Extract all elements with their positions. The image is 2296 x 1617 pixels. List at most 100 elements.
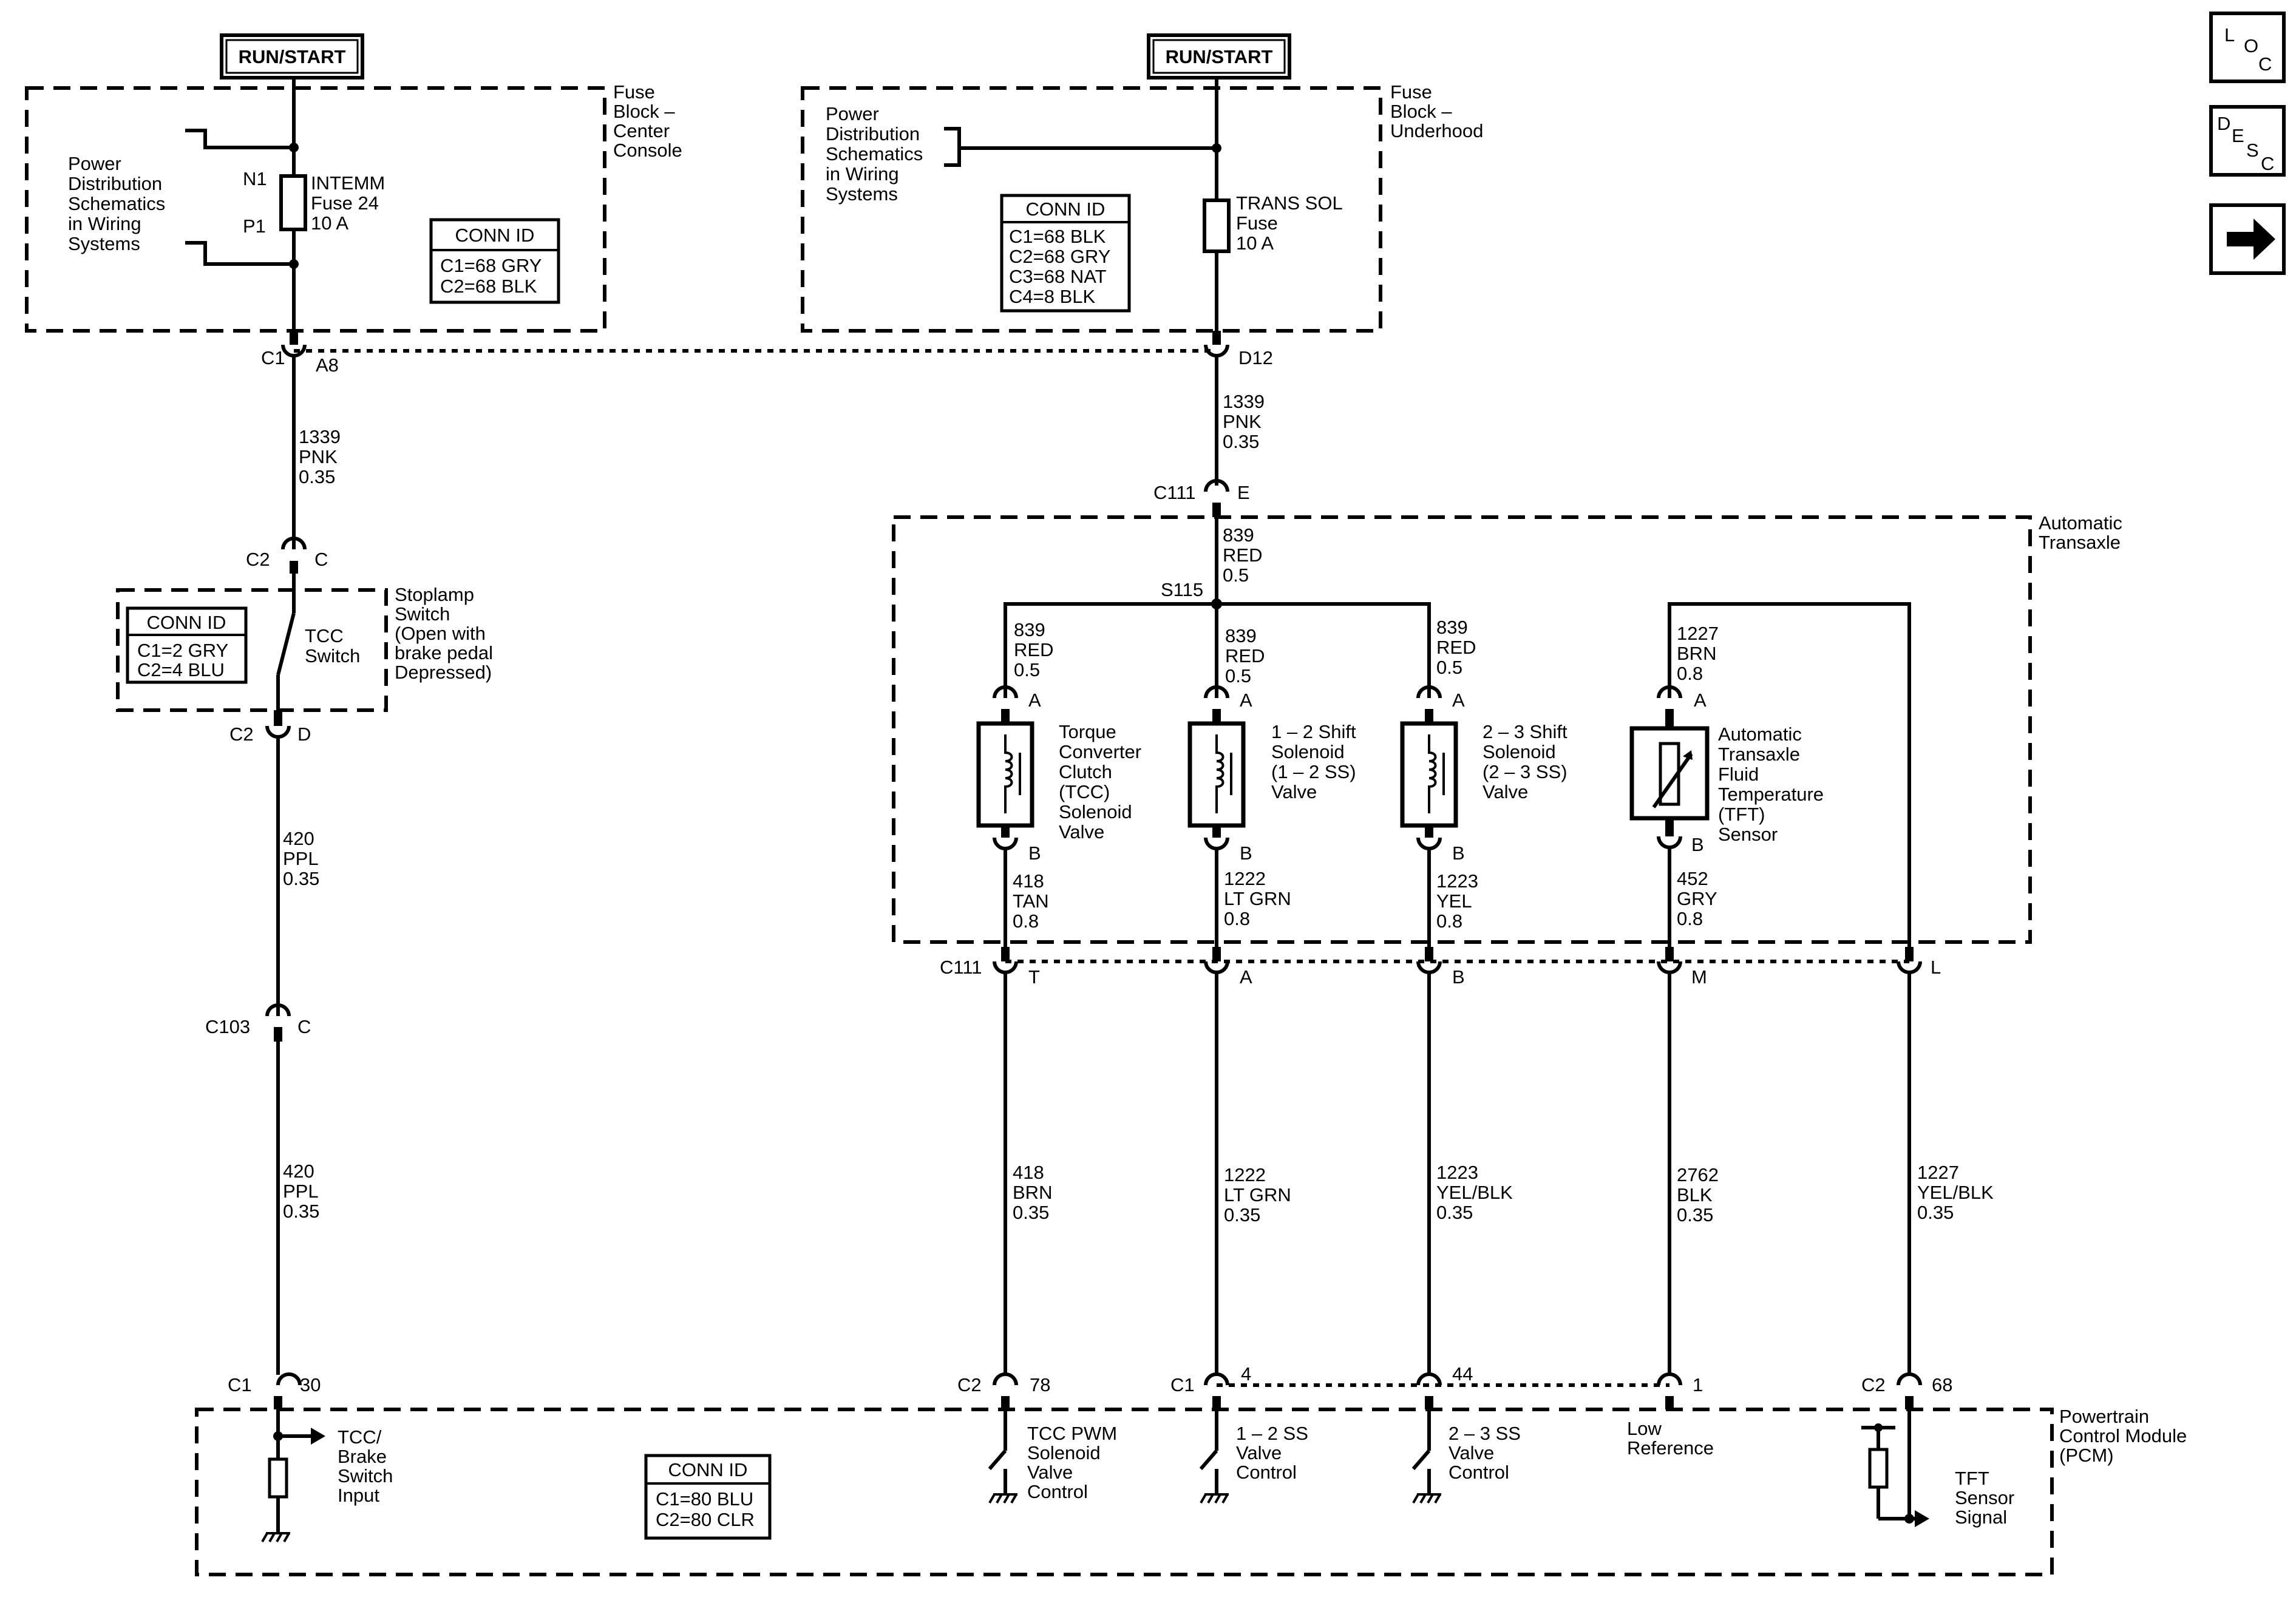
wire-839-b: 839 RED 0.5 <box>1225 625 1265 686</box>
low-reference-label: Low Reference <box>1627 1418 1714 1459</box>
automatic-transaxle-label: Automatic Transaxle <box>2039 512 2122 553</box>
svg-text:TCC: TCC <box>305 625 344 646</box>
wire-1227-bot: 1227 YEL/BLK 0.35 <box>1917 1162 1994 1223</box>
resistor-icon <box>1868 1448 1889 1489</box>
svg-text:E: E <box>2232 125 2244 146</box>
svg-text:0.8: 0.8 <box>1224 908 1250 929</box>
ground-icon <box>1200 1493 1229 1503</box>
svg-text:(PCM): (PCM) <box>2059 1445 2114 1466</box>
wire-1223-bot: 1223 YEL/BLK 0.35 <box>1436 1162 1513 1223</box>
svg-text:30: 30 <box>300 1374 321 1395</box>
svg-text:1222: 1222 <box>1224 1164 1266 1185</box>
svg-text:418: 418 <box>1013 870 1044 892</box>
shift-12-label: 1 – 2 Shift Solenoid (1 – 2 SS) Valve <box>1271 721 1356 802</box>
svg-text:C1=68 BLK: C1=68 BLK <box>1009 226 1106 247</box>
arrow-right-icon <box>1915 1510 1929 1527</box>
ss23-label: 2 – 3 SS Valve Control <box>1449 1423 1521 1483</box>
svg-text:0.5: 0.5 <box>1014 659 1040 680</box>
svg-text:0.35: 0.35 <box>1223 431 1259 452</box>
svg-text:Powertrain: Powertrain <box>2059 1406 2149 1427</box>
svg-text:B: B <box>1452 842 1465 864</box>
svg-text:Solenoid: Solenoid <box>1483 741 1556 762</box>
svg-text:C2=4 BLU: C2=4 BLU <box>137 659 225 680</box>
svg-text:Signal: Signal <box>1955 1507 2007 1528</box>
svg-text:Valve: Valve <box>1236 1442 1282 1463</box>
svg-text:0.35: 0.35 <box>1917 1202 1954 1223</box>
conn-id-pcm: CONN ID C1=80 BLU C2=80 CLR <box>644 1454 772 1540</box>
svg-text:Schematics: Schematics <box>68 193 165 214</box>
svg-text:D12: D12 <box>1238 347 1273 368</box>
svg-text:420: 420 <box>283 1161 314 1182</box>
svg-text:C2=68 GRY: C2=68 GRY <box>1009 246 1110 267</box>
resistor-icon <box>268 1457 288 1499</box>
svg-text:E: E <box>1237 482 1250 503</box>
svg-text:C: C <box>2261 153 2274 174</box>
connector-c2-c: C2 C <box>246 537 328 574</box>
svg-text:D: D <box>297 724 311 745</box>
conn-id-center: CONN ID C1=68 GRY C2=68 BLK <box>429 218 560 304</box>
run-start-left: RUN/START <box>220 33 364 80</box>
connector-c111-row: C111 T A B M L <box>940 947 1941 988</box>
svg-text:LT GRN: LT GRN <box>1224 1184 1291 1205</box>
stoplamp-switch-label: Stoplamp Switch (Open with brake pedal D… <box>395 584 493 683</box>
svg-text:1227: 1227 <box>1677 623 1719 644</box>
svg-text:Fuse: Fuse <box>613 81 655 103</box>
svg-text:RED: RED <box>1225 645 1265 666</box>
svg-text:M: M <box>1691 966 1707 988</box>
svg-text:B: B <box>1452 966 1465 988</box>
svg-text:Distribution: Distribution <box>826 123 920 144</box>
wire-2762: 2762 BLK 0.35 <box>1677 1164 1719 1225</box>
connector-c2-d: C2 D <box>229 710 311 1016</box>
svg-text:1339: 1339 <box>1223 391 1265 412</box>
desc-button[interactable]: D E S C <box>2209 105 2286 177</box>
svg-text:Reference: Reference <box>1627 1437 1714 1459</box>
svg-text:839: 839 <box>1223 524 1254 546</box>
svg-text:10 A: 10 A <box>1236 232 1274 254</box>
right-arrow-icon <box>2227 219 2275 260</box>
svg-text:GRY: GRY <box>1677 888 1717 909</box>
svg-text:C103: C103 <box>205 1016 250 1037</box>
svg-text:C111: C111 <box>940 957 982 978</box>
svg-text:A: A <box>1694 690 1707 711</box>
svg-text:PPL: PPL <box>283 1181 319 1202</box>
run-start-right: RUN/START <box>1147 33 1291 80</box>
wire-418-tan: 418 TAN 0.8 <box>1013 870 1049 932</box>
tcc-switch-icon <box>276 574 296 716</box>
wire-1223-top: 1223 YEL 0.8 <box>1436 870 1478 932</box>
tcc-solenoid: A B <box>976 685 1041 955</box>
svg-text:RED: RED <box>1014 639 1053 660</box>
svg-text:0.5: 0.5 <box>1436 657 1462 678</box>
loc-button[interactable]: L O C <box>2209 12 2286 83</box>
svg-text:BLK: BLK <box>1677 1184 1713 1205</box>
svg-text:INTEMM: INTEMM <box>311 172 385 194</box>
svg-text:(2 – 3 SS): (2 – 3 SS) <box>1483 761 1567 782</box>
svg-text:C1: C1 <box>228 1374 252 1395</box>
svg-text:Sensor: Sensor <box>1718 824 1778 845</box>
svg-text:C2: C2 <box>1861 1374 1886 1395</box>
svg-text:L: L <box>2224 24 2235 46</box>
run-start-label: RUN/START <box>239 46 346 67</box>
svg-text:Input: Input <box>338 1485 379 1506</box>
tft-sensor: A B <box>1629 685 1710 955</box>
svg-text:CONN ID: CONN ID <box>1026 198 1106 220</box>
svg-text:in Wiring: in Wiring <box>68 213 141 234</box>
svg-text:Systems: Systems <box>68 233 140 254</box>
next-button[interactable] <box>2209 203 2286 275</box>
wire-420-b: 420 PPL 0.35 <box>283 1161 319 1222</box>
svg-text:Systems: Systems <box>826 183 898 205</box>
svg-text:(TCC): (TCC) <box>1059 781 1110 802</box>
svg-text:PNK: PNK <box>299 446 338 467</box>
svg-text:Automatic: Automatic <box>2039 512 2122 534</box>
intemm-fuse-label: INTEMM Fuse 24 10 A <box>311 172 385 234</box>
svg-text:418: 418 <box>1013 1162 1044 1183</box>
svg-text:C1=2 GRY: C1=2 GRY <box>137 640 228 661</box>
svg-text:Automatic: Automatic <box>1718 724 1802 745</box>
svg-text:0.8: 0.8 <box>1436 910 1462 932</box>
svg-text:Valve: Valve <box>1059 821 1104 842</box>
svg-text:C2: C2 <box>229 724 254 745</box>
ss12-label: 1 – 2 SS Valve Control <box>1236 1423 1308 1483</box>
wire-420-a: 420 PPL 0.35 <box>283 828 319 889</box>
conn-id-stoplamp: CONN ID C1=2 GRY C2=4 BLU <box>126 606 248 684</box>
svg-text:Control: Control <box>1027 1481 1088 1502</box>
